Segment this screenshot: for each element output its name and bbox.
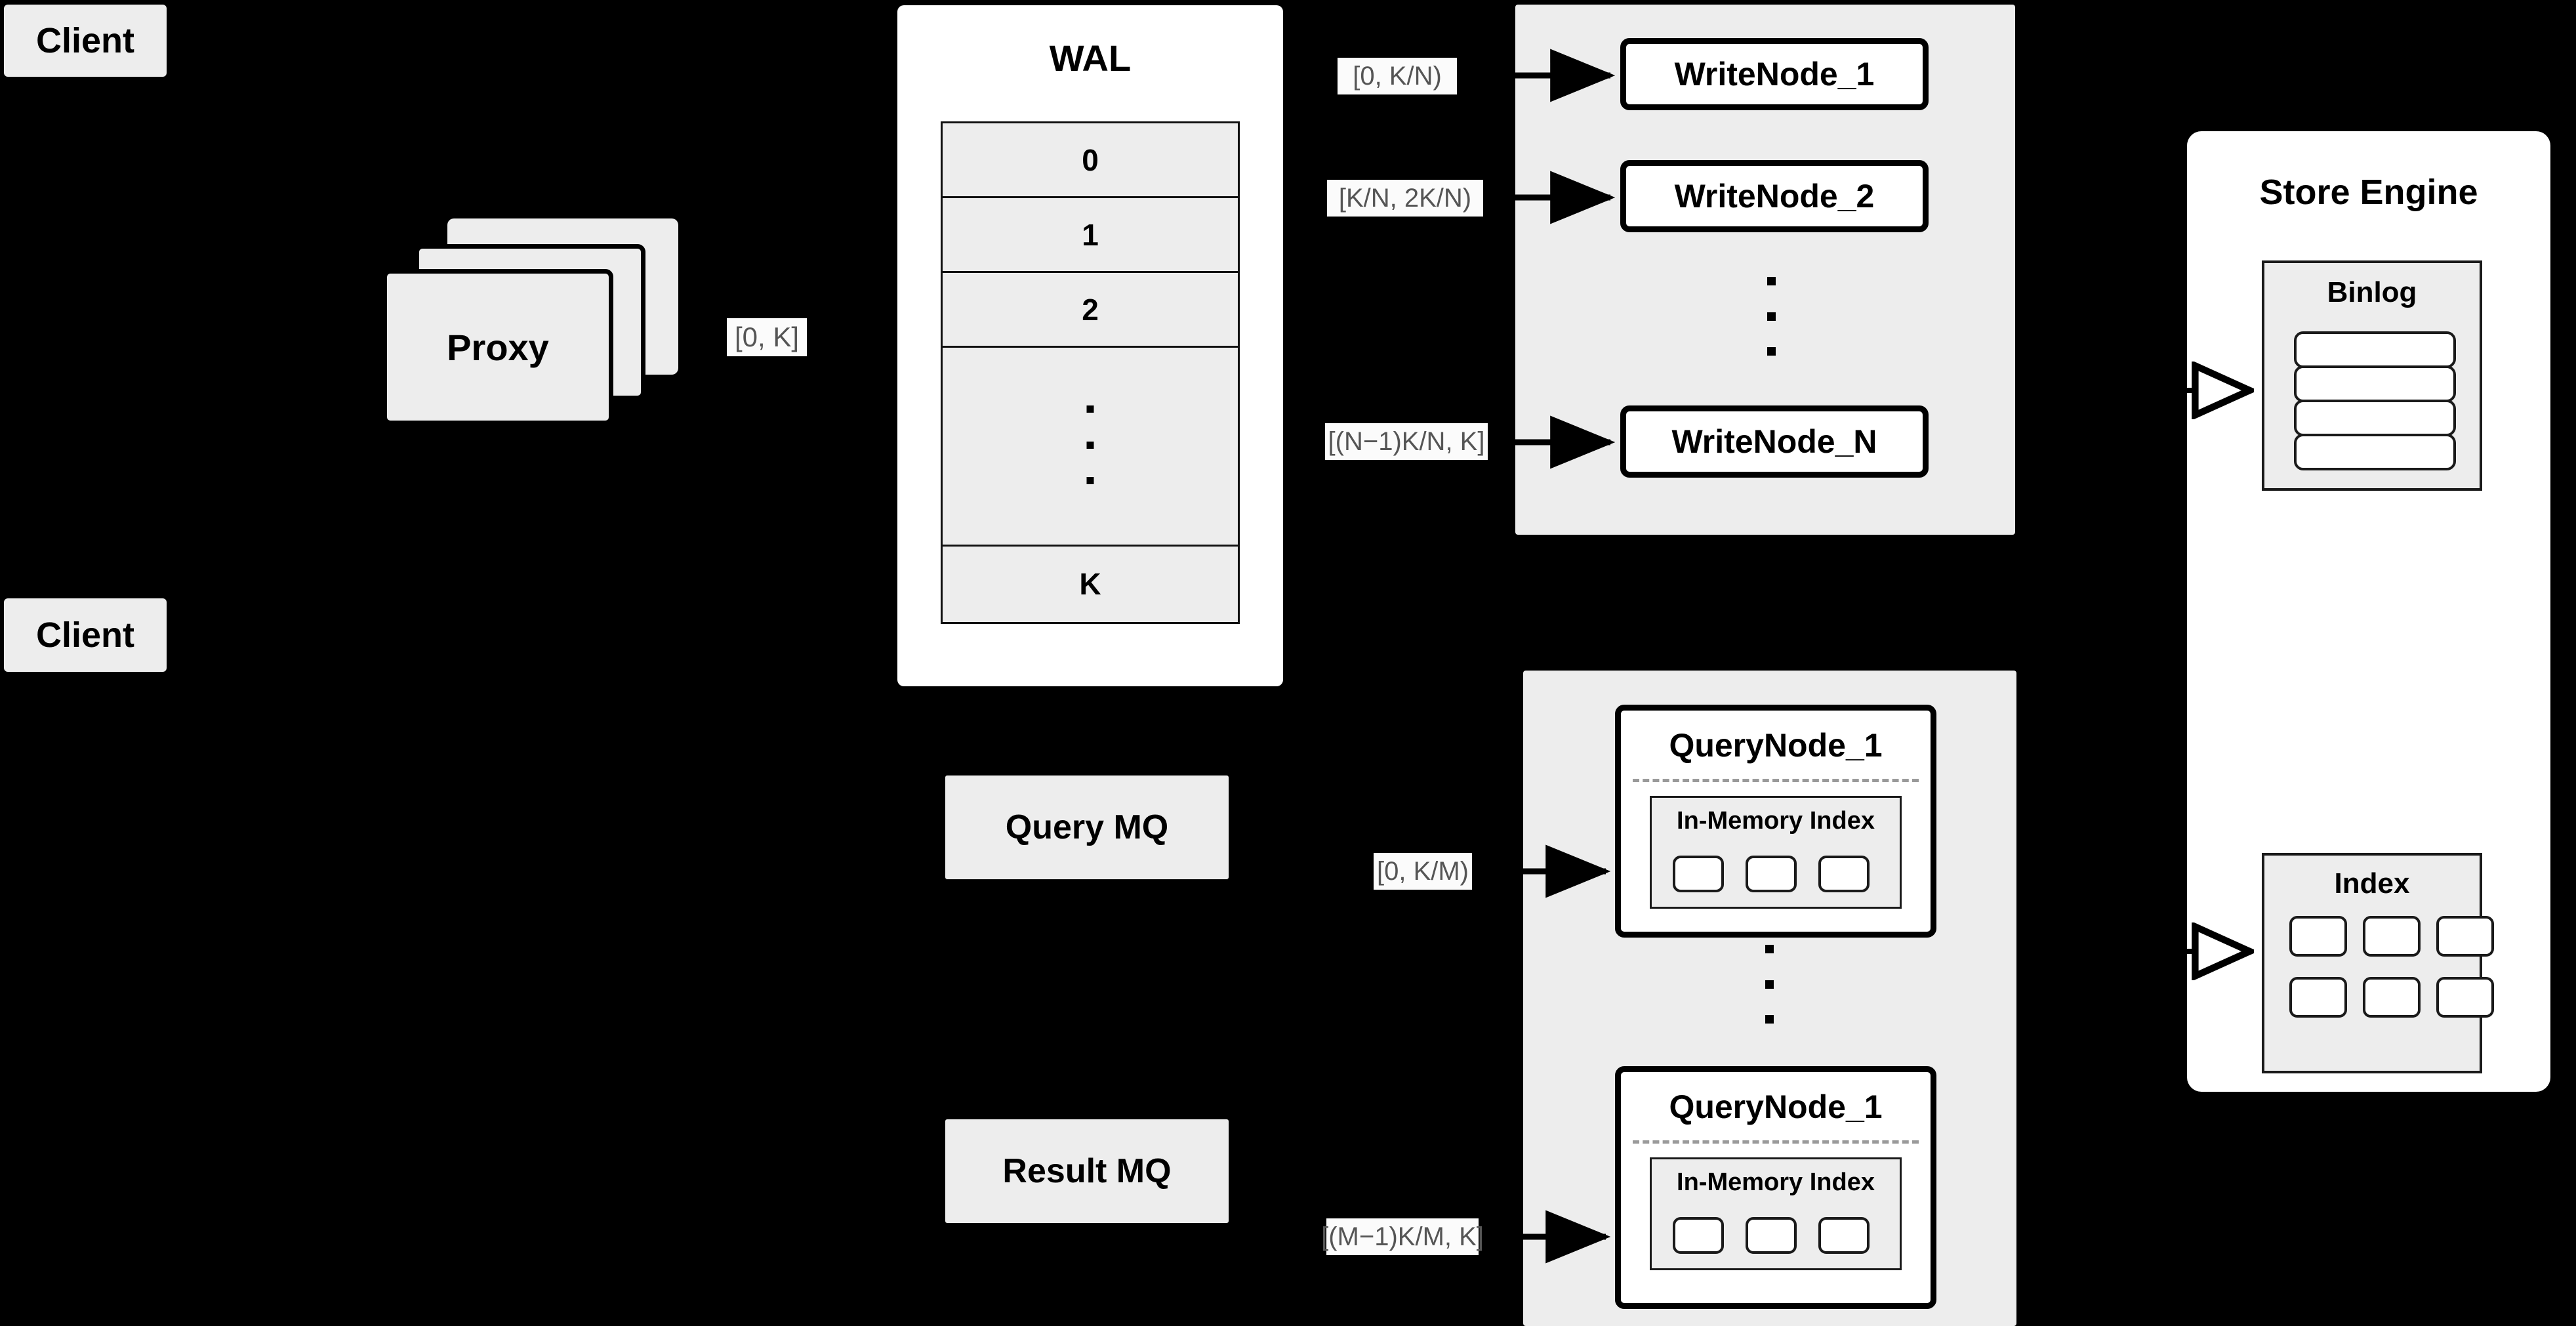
binlog-entry-2[interactable] xyxy=(2294,365,2456,402)
edge-label-proxy-to-wal-text: [0, K] xyxy=(734,321,800,352)
query-node-2-segment-1[interactable] xyxy=(1673,1217,1724,1254)
query-node-2-segment-3[interactable] xyxy=(1818,1217,1870,1254)
wal-row-2-label: 2 xyxy=(1082,292,1099,327)
write-node-n[interactable]: WriteNode_N xyxy=(1620,405,1929,478)
index-panel: Index xyxy=(2262,853,2494,1073)
query-node-1[interactable]: QueryNode_1 In-Memory Index xyxy=(1615,705,1936,938)
edge-label-querynode-m: [(M−1)K/M, K] xyxy=(1321,1218,1484,1255)
query-node-1-segment-2[interactable] xyxy=(1746,856,1797,892)
query-node-2[interactable]: QueryNode_1 In-Memory Index xyxy=(1615,1066,1936,1309)
binlog-title-text: Binlog xyxy=(2327,276,2417,308)
query-node-1-label: QueryNode_1 xyxy=(1621,726,1931,764)
query-node-1-inmemory-index: In-Memory Index xyxy=(1650,796,1902,909)
wal-row-1-label: 1 xyxy=(1082,217,1099,252)
binlog-entry-1[interactable] xyxy=(2294,331,2456,368)
wal-entry-list: 0 1 2 K xyxy=(941,121,1240,624)
edge-label-writenode-2: [K/N, 2K/N) xyxy=(1327,180,1483,217)
write-node-2-label: WriteNode_2 xyxy=(1674,178,1875,215)
query-node-2-label-text: QueryNode_1 xyxy=(1669,1088,1883,1125)
index-cell-2[interactable] xyxy=(2363,916,2421,957)
query-mq-label: Query MQ xyxy=(1005,808,1169,846)
query-node-2-label: QueryNode_1 xyxy=(1621,1088,1931,1126)
query-node-1-label-text: QueryNode_1 xyxy=(1669,727,1883,764)
index-cell-1[interactable] xyxy=(2289,916,2347,957)
client-node-1[interactable]: Client xyxy=(4,5,167,77)
proxy-node[interactable]: Proxy xyxy=(382,269,613,425)
binlog-panel: Binlog xyxy=(2262,260,2482,491)
query-node-2-segment-2[interactable] xyxy=(1746,1217,1797,1254)
query-node-1-divider xyxy=(1633,779,1919,782)
query-node-2-divider xyxy=(1633,1140,1919,1144)
wal-row-0-label: 0 xyxy=(1082,142,1099,177)
client-node-2-label: Client xyxy=(35,615,134,655)
wal-row-2[interactable]: 2 xyxy=(943,273,1238,348)
binlog-entry-3[interactable] xyxy=(2294,400,2456,436)
index-cell-4[interactable] xyxy=(2289,977,2347,1018)
edge-label-querynode-1-text: [0, K/M) xyxy=(1376,856,1469,886)
wal-vertical-ellipsis-icon xyxy=(1086,405,1094,485)
query-node-2-index-title: In-Memory Index xyxy=(1652,1169,1900,1197)
query-node-1-index-title-text: In-Memory Index xyxy=(1677,807,1875,835)
edge-label-querynode-1: [0, K/M) xyxy=(1374,853,1472,890)
wal-row-1[interactable]: 1 xyxy=(943,198,1238,274)
write-node-1-label: WriteNode_1 xyxy=(1674,56,1875,93)
query-mq-node[interactable]: Query MQ xyxy=(945,775,1229,880)
store-engine-title: Store Engine xyxy=(2187,172,2550,213)
binlog-entry-4[interactable] xyxy=(2294,434,2456,470)
result-mq-label: Result MQ xyxy=(1002,1152,1172,1190)
write-cluster-vertical-ellipsis-icon xyxy=(1767,277,1776,356)
query-node-1-segment-1[interactable] xyxy=(1673,856,1724,892)
index-title-text: Index xyxy=(2334,867,2410,900)
client-node-2[interactable]: Client xyxy=(4,598,167,672)
wal-title-text: WAL xyxy=(1049,37,1132,79)
edge-label-writenode-1-text: [0, K/N) xyxy=(1353,61,1442,91)
edge-label-writenode-1: [0, K/N) xyxy=(1338,58,1457,94)
proxy-label: Proxy xyxy=(447,326,549,368)
edge-label-writenode-n-text: [(N−1)K/N, K] xyxy=(1328,426,1485,456)
write-node-1[interactable]: WriteNode_1 xyxy=(1620,38,1929,110)
store-engine-title-text: Store Engine xyxy=(2259,173,2478,212)
edge-label-proxy-to-wal: [0, K] xyxy=(727,318,807,356)
index-cell-6[interactable] xyxy=(2436,977,2494,1018)
wal-row-k[interactable]: K xyxy=(943,547,1238,622)
query-node-2-inmemory-index: In-Memory Index xyxy=(1650,1157,1902,1270)
write-node-n-label: WriteNode_N xyxy=(1671,423,1877,460)
query-node-1-index-title: In-Memory Index xyxy=(1652,807,1900,835)
edge-label-querynode-m-text: [(M−1)K/M, K] xyxy=(1321,1222,1484,1251)
edge-label-writenode-2-text: [K/N, 2K/N) xyxy=(1338,183,1472,213)
wal-row-0[interactable]: 0 xyxy=(943,123,1238,199)
query-cluster-vertical-ellipsis-icon xyxy=(1765,945,1774,1024)
write-node-2[interactable]: WriteNode_2 xyxy=(1620,160,1929,232)
query-node-1-segment-3[interactable] xyxy=(1818,856,1870,892)
result-mq-node[interactable]: Result MQ xyxy=(945,1119,1229,1224)
index-title: Index xyxy=(2264,867,2480,900)
query-node-2-index-title-text: In-Memory Index xyxy=(1677,1169,1875,1196)
wal-row-k-label: K xyxy=(1079,567,1101,602)
wal-row-ellipsis xyxy=(943,348,1238,547)
index-cell-3[interactable] xyxy=(2436,916,2494,957)
binlog-title: Binlog xyxy=(2264,276,2480,309)
wal-title: WAL xyxy=(897,37,1283,79)
index-cell-5[interactable] xyxy=(2363,977,2421,1018)
edge-label-writenode-n: [(N−1)K/N, K] xyxy=(1325,423,1488,460)
client-node-1-label: Client xyxy=(35,21,134,60)
